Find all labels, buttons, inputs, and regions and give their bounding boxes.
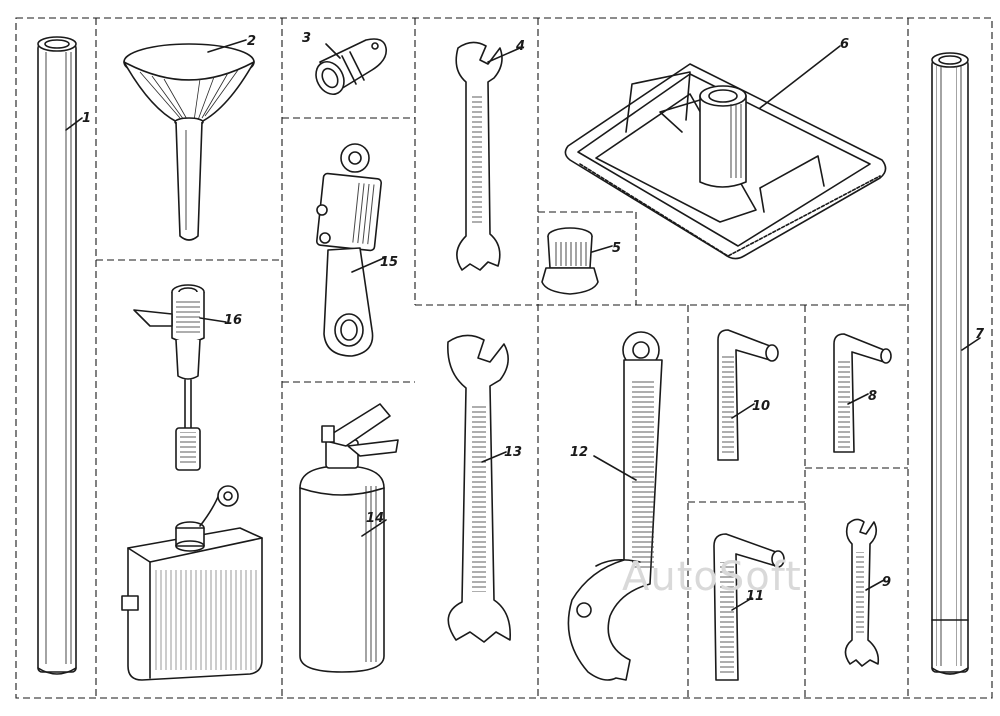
hex-key-8: 8	[833, 333, 892, 453]
outer-frame	[15, 17, 993, 699]
callout-12: 12	[570, 445, 588, 460]
tube-1: 1	[37, 36, 91, 675]
callout-14: 14	[366, 511, 384, 526]
callout-16: 16	[224, 313, 242, 328]
tube-7: 7	[931, 52, 985, 675]
callout-15: 15	[380, 255, 398, 270]
jack-stand-6: 6	[564, 37, 887, 260]
canister	[121, 485, 263, 681]
callout-13: 13	[504, 445, 522, 460]
callout-11: 11	[746, 589, 764, 604]
watermark: AutoSoft	[622, 554, 802, 600]
callout-5: 5	[612, 241, 621, 256]
wrench-4: 4	[455, 39, 525, 271]
callout-4: 4	[515, 39, 525, 54]
callout-9: 9	[882, 575, 891, 590]
callout-1: 1	[82, 111, 91, 126]
callout-6: 6	[840, 37, 849, 52]
funnel-2: 2	[123, 34, 256, 241]
nozzle-tool-16: 16	[133, 284, 242, 471]
hex-key-11: 11	[713, 533, 785, 681]
callout-10: 10	[752, 399, 770, 414]
wrench-9: 9	[844, 518, 891, 667]
callout-8: 8	[868, 389, 877, 404]
callout-3: 3	[302, 31, 311, 46]
wrench-13: 13	[447, 334, 522, 643]
fire-extinguisher-14: 14	[299, 403, 399, 673]
cap-nut-5: 5	[541, 227, 621, 295]
callout-7: 7	[975, 327, 985, 342]
ratchet-wrench-15: 15	[315, 143, 398, 357]
callout-2: 2	[247, 34, 256, 49]
socket-3: 3	[302, 31, 388, 96]
frame-grid	[15, 17, 993, 699]
hex-key-10: 10	[717, 329, 779, 461]
hook-spanner-12: 12	[567, 331, 663, 681]
